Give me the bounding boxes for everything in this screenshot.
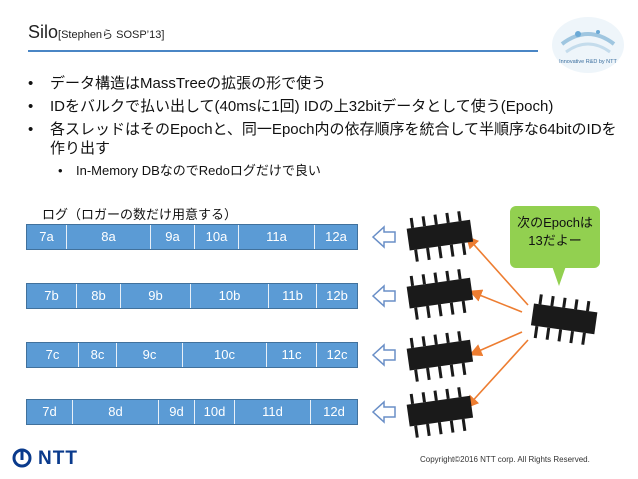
sub-bullet-item: In-Memory DBなのでRedoログだけで良い <box>24 162 624 180</box>
log-entry: 7d <box>27 400 73 424</box>
log-entry: 11c <box>267 343 317 367</box>
left-arrow-icon <box>372 225 396 249</box>
log-entry: 12c <box>326 347 348 362</box>
log-row-c: 7c 8c 9c 10c 11c 12c <box>26 342 358 368</box>
log-row-d: 7d 8d 9d 10d 11d 12d <box>26 399 358 425</box>
log-entry: 9d <box>159 400 195 424</box>
left-arrow-icon <box>372 343 396 367</box>
bullet-item: 各スレッドはそのEpochと、同一Epoch内の依存順序を統合して半順序な64b… <box>24 120 624 158</box>
cpu-chip-icon <box>406 387 474 438</box>
title-underline <box>28 50 538 52</box>
log-entry: 7a <box>27 225 67 249</box>
slide-title-text: Silo <box>28 22 59 42</box>
log-entry: 8a <box>67 225 151 249</box>
callout-tail <box>552 266 566 286</box>
left-arrow-icon <box>372 284 396 308</box>
copyright-text: Copyright©2016 NTT corp. All Rights Rese… <box>420 455 590 464</box>
log-entry: 8c <box>79 343 117 367</box>
left-arrow-icon <box>372 400 396 424</box>
log-entry: 8b <box>77 284 121 308</box>
log-label: ログ（ロガーの数だけ用意する） <box>42 207 238 222</box>
log-entry: 7b <box>27 284 77 308</box>
log-entry: 10b <box>191 284 269 308</box>
log-entry: 11b <box>269 284 317 308</box>
epoch-callout: 次のEpochは 13だよー <box>510 206 600 268</box>
log-entry: 9c <box>117 343 183 367</box>
log-entry: 10c <box>183 343 267 367</box>
log-entry: 9a <box>151 225 195 249</box>
log-row-b: 7b 8b 9b 10b 11b 12b <box>26 283 358 309</box>
log-entry: 11a <box>239 225 315 249</box>
ntt-mark-icon <box>12 448 32 468</box>
log-entry: 12b <box>326 288 348 303</box>
callout-line: 13だよー <box>528 233 582 248</box>
log-entry: 10d <box>195 400 235 424</box>
log-entry: 12d <box>323 404 345 419</box>
epoch-cpu-chip-icon <box>530 294 598 345</box>
log-entry: 7c <box>27 343 79 367</box>
log-entry: 10a <box>195 225 239 249</box>
cpu-chip-icon <box>406 331 474 382</box>
log-entry: 12a <box>325 229 347 244</box>
bullet-list: データ構造はMassTreeの拡張の形で使う IDをバルクで払い出して(40ms… <box>24 74 624 180</box>
bullet-item: IDをバルクで払い出して(40msに1回) IDの上32bitデータとして使う(… <box>24 97 624 116</box>
cpu-chip-icon <box>406 211 474 262</box>
slide-title-citation: [Stephenら SOSP’13] <box>58 29 165 41</box>
callout-line: 次のEpochは <box>517 215 593 230</box>
bullet-item: データ構造はMassTreeの拡張の形で使う <box>24 74 624 93</box>
log-entry: 11d <box>235 400 311 424</box>
slide-title: Silo[Stephenら SOSP’13] <box>28 22 164 43</box>
log-row-a: 7a 8a 9a 10a 11a 12a <box>26 224 358 250</box>
log-entry: 8d <box>73 400 159 424</box>
ntt-rd-logo: Innovative R&D by NTT <box>552 17 624 73</box>
log-entry: 9b <box>121 284 191 308</box>
company-name: NTT <box>38 448 78 469</box>
cpu-chip-icon <box>406 269 474 320</box>
logo-text: Innovative R&D by NTT <box>559 59 617 65</box>
